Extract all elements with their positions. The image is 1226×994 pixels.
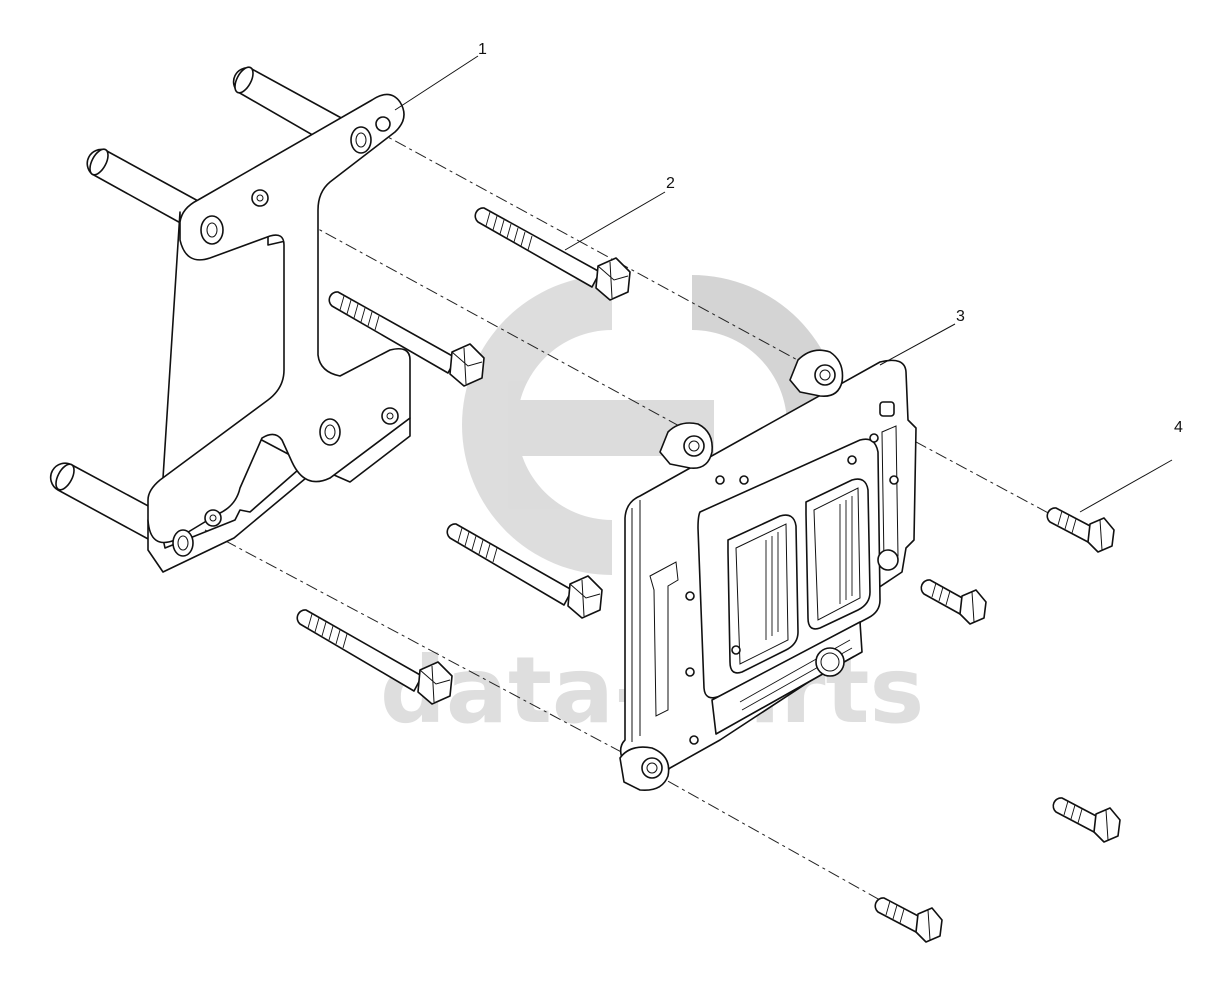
ecu-connector-right	[805, 478, 871, 630]
callout-number-3: 3	[956, 308, 965, 325]
ecu-housing-screws	[685, 401, 899, 745]
callout-3: 3	[879, 308, 965, 366]
callout-number-2: 2	[666, 175, 675, 192]
engine-control-module	[619, 349, 917, 792]
callout-4: 4	[1079, 419, 1183, 513]
callout-1: 1	[394, 41, 487, 111]
long-bolt-top	[474, 207, 631, 301]
short-bolt-3	[1052, 797, 1121, 843]
callout-number-4: 4	[1174, 419, 1183, 436]
long-bolt-middle	[328, 291, 485, 387]
callout-number-1: 1	[478, 41, 487, 58]
short-bolt-1	[1046, 507, 1115, 553]
callout-2: 2	[564, 175, 675, 251]
long-bolt-lower	[446, 523, 603, 619]
ecu-label-plate	[711, 621, 863, 735]
ecu-connector-left	[727, 514, 799, 674]
bracket-mounting-holes	[172, 116, 399, 557]
mounting-bracket	[49, 66, 411, 573]
long-bolt-bottom	[296, 609, 453, 705]
short-bolt-2	[920, 579, 987, 625]
short-bolt-4	[874, 897, 943, 943]
